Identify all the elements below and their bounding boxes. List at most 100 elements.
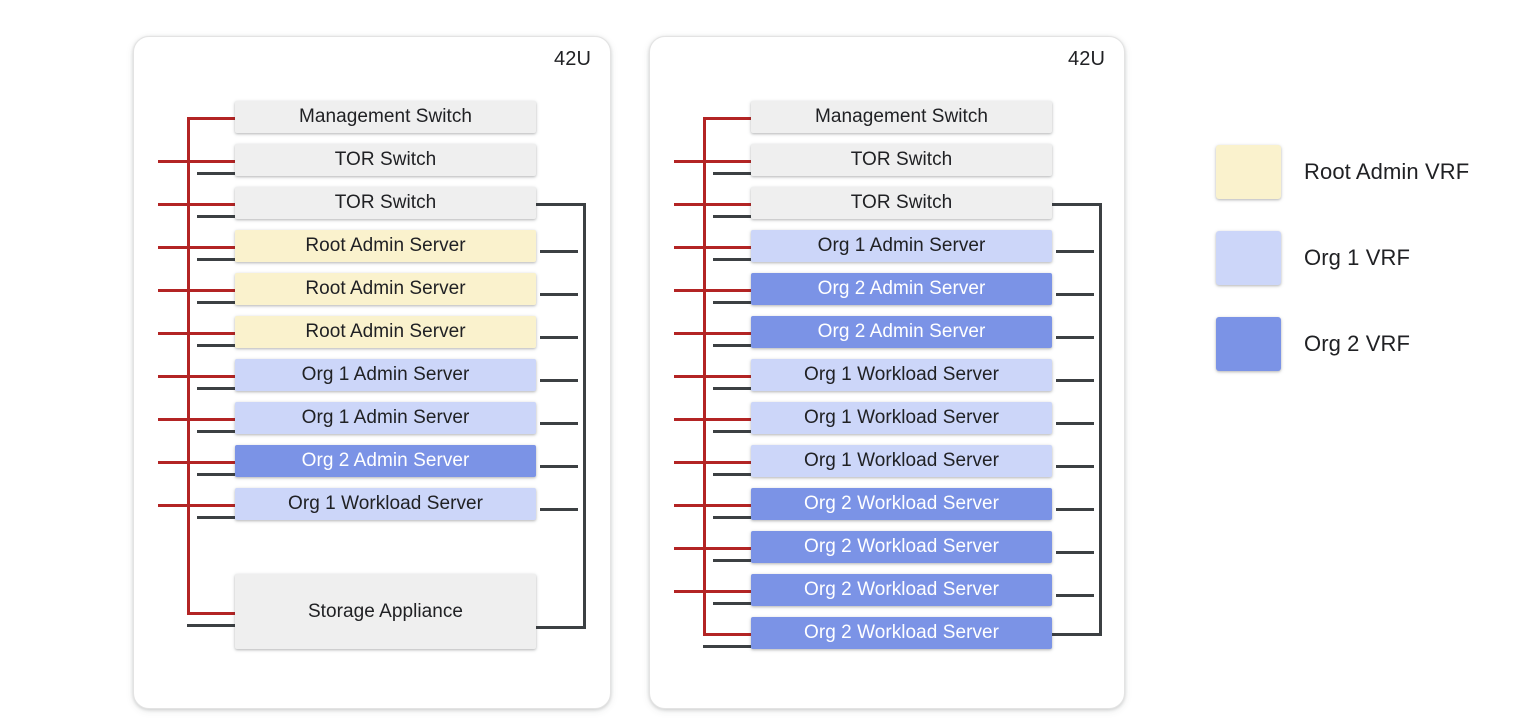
power-cable-stub xyxy=(674,590,751,593)
power-cable-stub xyxy=(158,332,235,335)
legend-item: Root Admin VRF xyxy=(1216,145,1506,199)
power-cable-top xyxy=(187,117,235,120)
device-slot[interactable]: Org 1 Workload Server xyxy=(751,359,1052,391)
uplink-cable-stub xyxy=(540,465,578,468)
data-cable-stub xyxy=(713,516,751,519)
data-cable-stub xyxy=(713,602,751,605)
uplink-cable-top xyxy=(536,203,586,206)
device-slot[interactable]: Management Switch xyxy=(751,101,1052,133)
power-cable-stub xyxy=(158,246,235,249)
uplink-cable-stub xyxy=(1056,379,1094,382)
uplink-cable-stub xyxy=(1056,508,1094,511)
power-cable-stub xyxy=(158,289,235,292)
power-cable-stub xyxy=(158,504,235,507)
power-cable-bottom xyxy=(187,611,235,615)
legend-item-label: Org 1 VRF xyxy=(1304,245,1411,270)
uplink-cable-stub xyxy=(1056,465,1094,468)
legend-color-swatch xyxy=(1216,145,1281,199)
uplink-cable-stub xyxy=(1056,422,1094,425)
legend-item: Org 2 VRF xyxy=(1216,317,1506,371)
power-cable-stub xyxy=(674,332,751,335)
device-slot[interactable]: Root Admin Server xyxy=(235,273,536,305)
legend-color-swatch xyxy=(1216,231,1281,285)
device-slot[interactable]: Org 2 Admin Server xyxy=(235,445,536,477)
power-cable-stub xyxy=(158,203,235,206)
uplink-cable-stub xyxy=(1056,293,1094,296)
uplink-cable-stub xyxy=(540,508,578,511)
data-cable-stub xyxy=(713,172,751,175)
data-cable-stub xyxy=(197,473,235,476)
device-slot[interactable]: TOR Switch xyxy=(235,187,536,219)
legend-item-label: Root Admin VRF xyxy=(1304,159,1470,184)
power-bus-vertical xyxy=(703,117,706,633)
data-cable-stub xyxy=(197,301,235,304)
legend-item: Org 1 VRF xyxy=(1216,231,1506,285)
power-cable-bottom xyxy=(703,633,751,636)
uplink-cable-bottom xyxy=(1052,633,1102,636)
uplink-cable-stub xyxy=(1056,594,1094,597)
data-cable-corner xyxy=(187,623,190,625)
device-slot[interactable]: Org 2 Admin Server xyxy=(751,316,1052,348)
device-slot[interactable]: Org 1 Workload Server xyxy=(751,402,1052,434)
data-cable-stub xyxy=(197,172,235,175)
uplink-cable-stub xyxy=(540,379,578,382)
device-slot[interactable]: Org 1 Admin Server xyxy=(751,230,1052,262)
power-bus-vertical xyxy=(187,117,190,612)
uplink-cable-stub xyxy=(540,336,578,339)
power-cable-stub xyxy=(674,547,751,550)
device-slot[interactable]: TOR Switch xyxy=(751,144,1052,176)
data-cable-stub xyxy=(197,516,235,519)
uplink-cable-stub xyxy=(1056,336,1094,339)
power-cable-stub xyxy=(158,461,235,464)
power-cable-stub xyxy=(158,375,235,378)
data-cable-stub xyxy=(713,344,751,347)
power-cable-stub xyxy=(674,289,751,292)
data-cable-stub xyxy=(197,258,235,261)
device-slot[interactable]: Root Admin Server xyxy=(235,230,536,262)
data-cable-stub xyxy=(713,430,751,433)
power-cable-stub xyxy=(674,375,751,378)
data-cable-bottom xyxy=(187,623,235,627)
power-cable-top xyxy=(703,117,751,120)
uplink-cable-bottom xyxy=(536,625,586,629)
power-cable-stub xyxy=(674,461,751,464)
device-slot[interactable]: Org 2 Workload Server xyxy=(751,531,1052,563)
data-cable-stub xyxy=(713,387,751,390)
data-cable-stub xyxy=(713,301,751,304)
uplink-cable-stub xyxy=(540,293,578,296)
power-cable-stub xyxy=(674,203,751,206)
power-cable-stub xyxy=(158,160,235,163)
device-slot[interactable]: Org 1 Admin Server xyxy=(235,402,536,434)
device-slot[interactable]: Management Switch xyxy=(235,101,536,133)
data-cable-stub xyxy=(713,473,751,476)
uplink-cable-stub xyxy=(1056,250,1094,253)
rack-capacity-label-2: 42U xyxy=(1068,48,1105,70)
device-slot[interactable]: Org 2 Workload Server xyxy=(751,488,1052,520)
power-cable-stub xyxy=(674,504,751,507)
data-cable-stub xyxy=(197,215,235,218)
data-cable-stub xyxy=(713,215,751,218)
power-cable-stub xyxy=(674,418,751,421)
data-cable-stub xyxy=(713,559,751,562)
data-cable-stub xyxy=(197,387,235,390)
device-slot[interactable]: Org 1 Workload Server xyxy=(751,445,1052,477)
device-slot[interactable]: Storage Appliance xyxy=(235,574,536,649)
data-cable-stub xyxy=(713,258,751,261)
uplink-bus-vertical xyxy=(1099,203,1102,633)
device-slot[interactable]: Org 1 Workload Server xyxy=(235,488,536,520)
uplink-cable-stub xyxy=(540,250,578,253)
device-slot[interactable]: Org 2 Workload Server xyxy=(751,574,1052,606)
uplink-cable-stub xyxy=(540,422,578,425)
device-slot[interactable]: Org 1 Admin Server xyxy=(235,359,536,391)
device-slot[interactable]: Org 2 Workload Server xyxy=(751,617,1052,649)
legend-color-swatch xyxy=(1216,317,1281,371)
device-slot[interactable]: Org 2 Admin Server xyxy=(751,273,1052,305)
vrf-legend: Root Admin VRF Org 1 VRF Org 2 VRF xyxy=(1216,145,1506,403)
device-slot[interactable]: Root Admin Server xyxy=(235,316,536,348)
power-cable-stub xyxy=(674,246,751,249)
data-cable-stub xyxy=(197,344,235,347)
device-slot[interactable]: TOR Switch xyxy=(235,144,536,176)
device-slot[interactable]: TOR Switch xyxy=(751,187,1052,219)
